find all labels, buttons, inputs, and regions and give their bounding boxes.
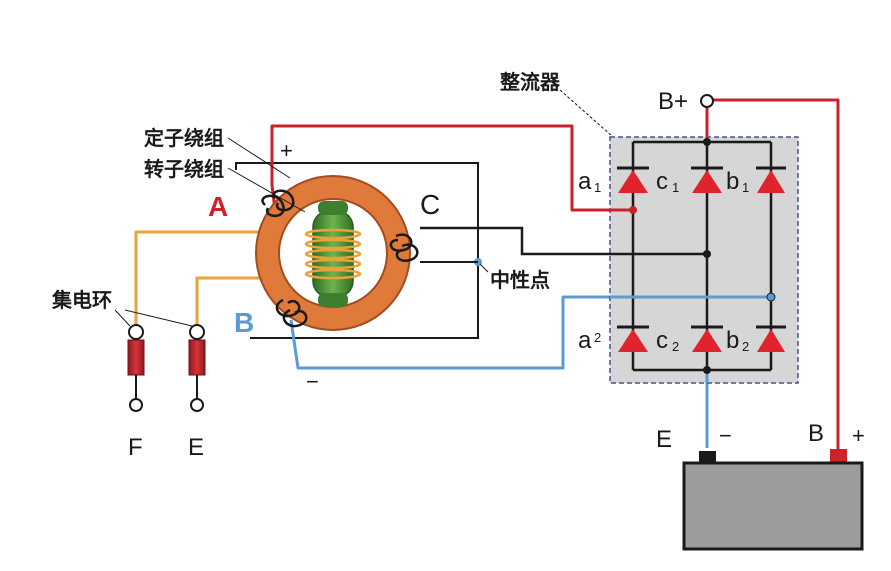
rotor-core — [312, 201, 354, 307]
battery-b-label: B — [808, 420, 824, 447]
slip-ring-f — [127, 324, 145, 412]
diode-c2-label: c — [656, 327, 668, 354]
diode-c1-label: c — [656, 168, 668, 195]
rectifier-label: 整流器 — [499, 70, 561, 94]
diode-b2 — [756, 325, 786, 352]
diode-b2-sub: 2 — [742, 339, 749, 354]
slip-ring-e — [188, 324, 206, 412]
stator-plus-label: + — [280, 138, 293, 163]
phase-a-label: A — [208, 191, 228, 222]
battery-e-label: E — [656, 426, 672, 453]
stator-winding-label: 定子绕组 — [144, 126, 224, 150]
terminal-e-label: E — [188, 434, 204, 461]
stator-frame — [235, 162, 479, 339]
diode-a2-sub: 2 — [594, 330, 601, 345]
diode-b2-label: b — [726, 327, 739, 354]
rotor-winding-label: 转子绕组 — [144, 157, 224, 181]
phase-c-label: C — [420, 189, 440, 220]
stator-coils — [261, 189, 419, 328]
diode-a1-label: a — [578, 168, 592, 195]
terminal-f-label: F — [128, 434, 143, 461]
bplus-terminal — [700, 94, 714, 108]
stator-minus-label: − — [306, 369, 319, 394]
battery — [682, 449, 864, 551]
phase-b-label: B — [234, 307, 254, 338]
diode-c1 — [691, 166, 723, 193]
diode-a1 — [617, 166, 649, 193]
diode-c2 — [691, 325, 723, 352]
neutral-point-label: 中性点 — [490, 268, 550, 292]
diode-b1-label: b — [726, 168, 739, 195]
battery-plus-label: + — [852, 423, 865, 448]
bplus-label: B+ — [658, 88, 688, 115]
diode-a2 — [617, 325, 649, 352]
diode-c2-sub: 2 — [672, 339, 679, 354]
battery-minus-label: − — [719, 423, 732, 448]
leader-lines — [114, 89, 613, 327]
diode-b1 — [756, 166, 786, 193]
diode-c1-sub: 1 — [672, 180, 679, 195]
diode-b1-sub: 1 — [742, 180, 749, 195]
diode-a2-label: a — [578, 327, 592, 354]
diode-a1-sub: 1 — [594, 180, 601, 195]
rotor-winding — [304, 228, 362, 280]
slip-ring-label: 集电环 — [51, 288, 112, 312]
